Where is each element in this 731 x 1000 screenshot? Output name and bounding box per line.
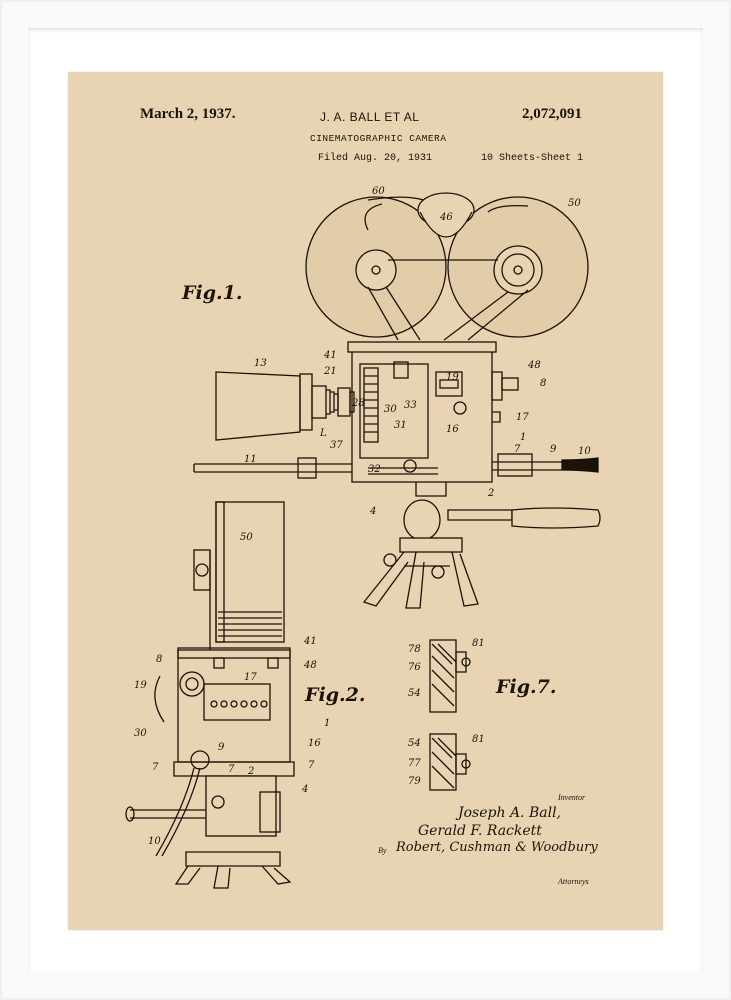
attorneys-label: Attorneys xyxy=(558,877,589,886)
fig2-ref-19: 19 xyxy=(134,680,147,691)
patent-title: CINEMATOGRAPHIC CAMERA xyxy=(310,133,447,144)
ref-1: 1 xyxy=(520,432,526,443)
ref-28: 28 xyxy=(351,398,365,409)
fig2-ref-48: 48 xyxy=(303,660,317,671)
figure-7-label: Fig.7. xyxy=(496,676,557,698)
camera-drawing: 60 46 50 13 41 21 48 8 19 28 30 33 31 16… xyxy=(125,186,601,889)
ref-19: 19 xyxy=(446,372,459,383)
ref-50: 50 xyxy=(568,198,581,209)
patent-date: March 2, 1937. xyxy=(140,106,236,122)
figure-2-label: Fig.2. xyxy=(305,684,366,706)
ref-2: 2 xyxy=(487,488,494,499)
fig2-ref-7b: 7 xyxy=(228,764,235,775)
sheet-count: 10 Sheets-Sheet 1 xyxy=(481,153,584,164)
fig2-ref-2: 2 xyxy=(247,766,254,777)
fig2-ref-30: 30 xyxy=(134,728,147,739)
fig2-ref-9: 9 xyxy=(218,742,225,753)
fig2-ref-41: 41 xyxy=(303,636,317,647)
fig7-ref-77: 77 xyxy=(408,758,421,769)
inventor-label: Inventor xyxy=(558,793,586,802)
fig2-tripod xyxy=(125,767,292,889)
inventor-header: J. A. BALL ET AL xyxy=(320,110,420,124)
tripod-fig1 xyxy=(362,537,479,609)
ref-17: 17 xyxy=(516,412,529,423)
camera-lens xyxy=(215,371,355,441)
ref-4: 4 xyxy=(369,506,376,517)
patent-number: 2,072,091 xyxy=(522,106,582,122)
fig2-ref-1: 1 xyxy=(324,718,330,729)
fig2-ref-7c: 7 xyxy=(308,760,315,771)
fig2-ref-8: 8 xyxy=(156,654,162,665)
ref-9: 9 xyxy=(550,444,557,455)
inventor-name-1: Joseph A. Ball, xyxy=(458,805,561,821)
ref-31: 31 xyxy=(394,420,407,431)
fig2-ref-50: 50 xyxy=(240,532,253,543)
ref-32: 32 xyxy=(368,464,381,475)
ref-L: L xyxy=(319,428,327,439)
fig2-ref-16: 16 xyxy=(308,738,321,749)
ref-33: 33 xyxy=(404,400,417,411)
fig2-ref-4: 4 xyxy=(301,784,308,795)
fig7-ref-76: 76 xyxy=(408,662,421,673)
ref-10: 10 xyxy=(578,446,591,457)
fig7-ref-54: 54 xyxy=(408,688,421,699)
support-rods xyxy=(193,453,601,541)
reference-numerals: 60 46 50 13 41 21 48 8 19 28 30 33 31 16… xyxy=(134,186,591,847)
figure-1-label: Fig.1. xyxy=(182,282,243,304)
ref-8: 8 xyxy=(540,378,546,389)
ref-30: 30 xyxy=(384,404,397,415)
fig7-ref-54b: 54 xyxy=(408,738,421,749)
fig7-ref-81: 81 xyxy=(472,638,485,649)
ref-13: 13 xyxy=(254,358,267,369)
fig2-magazine xyxy=(193,501,285,650)
fig2-ref-10: 10 xyxy=(148,836,161,847)
fig7-ref-79: 79 xyxy=(408,776,421,787)
attorney-signature: Robert, Cushman & Woodbury xyxy=(396,840,598,855)
ref-7: 7 xyxy=(514,444,521,455)
ref-48: 48 xyxy=(527,360,541,371)
camera-body xyxy=(347,341,519,483)
fig7-ref-81b: 81 xyxy=(472,734,485,745)
ref-21: 21 xyxy=(323,366,337,377)
fig2-ref-17: 17 xyxy=(244,672,257,683)
fig7-sections xyxy=(429,639,471,791)
film-magazine xyxy=(305,192,589,341)
ref-16: 16 xyxy=(446,424,459,435)
fig7-ref-78: 78 xyxy=(408,644,421,655)
fig2-ref-7a: 7 xyxy=(152,762,159,773)
ref-41: 41 xyxy=(323,350,337,361)
filed-date: Filed Aug. 20, 1931 xyxy=(318,153,433,164)
by-label: By xyxy=(378,846,387,855)
patent-sheet: March 2, 1937. J. A. BALL ET AL 2,072,09… xyxy=(68,72,663,930)
ref-11: 11 xyxy=(244,454,257,465)
ref-46: 46 xyxy=(439,212,453,223)
inventor-name-2: Gerald F. Rackett xyxy=(418,823,542,839)
fig2-body xyxy=(154,647,295,777)
ref-37: 37 xyxy=(330,440,343,451)
ref-60: 60 xyxy=(372,186,385,197)
